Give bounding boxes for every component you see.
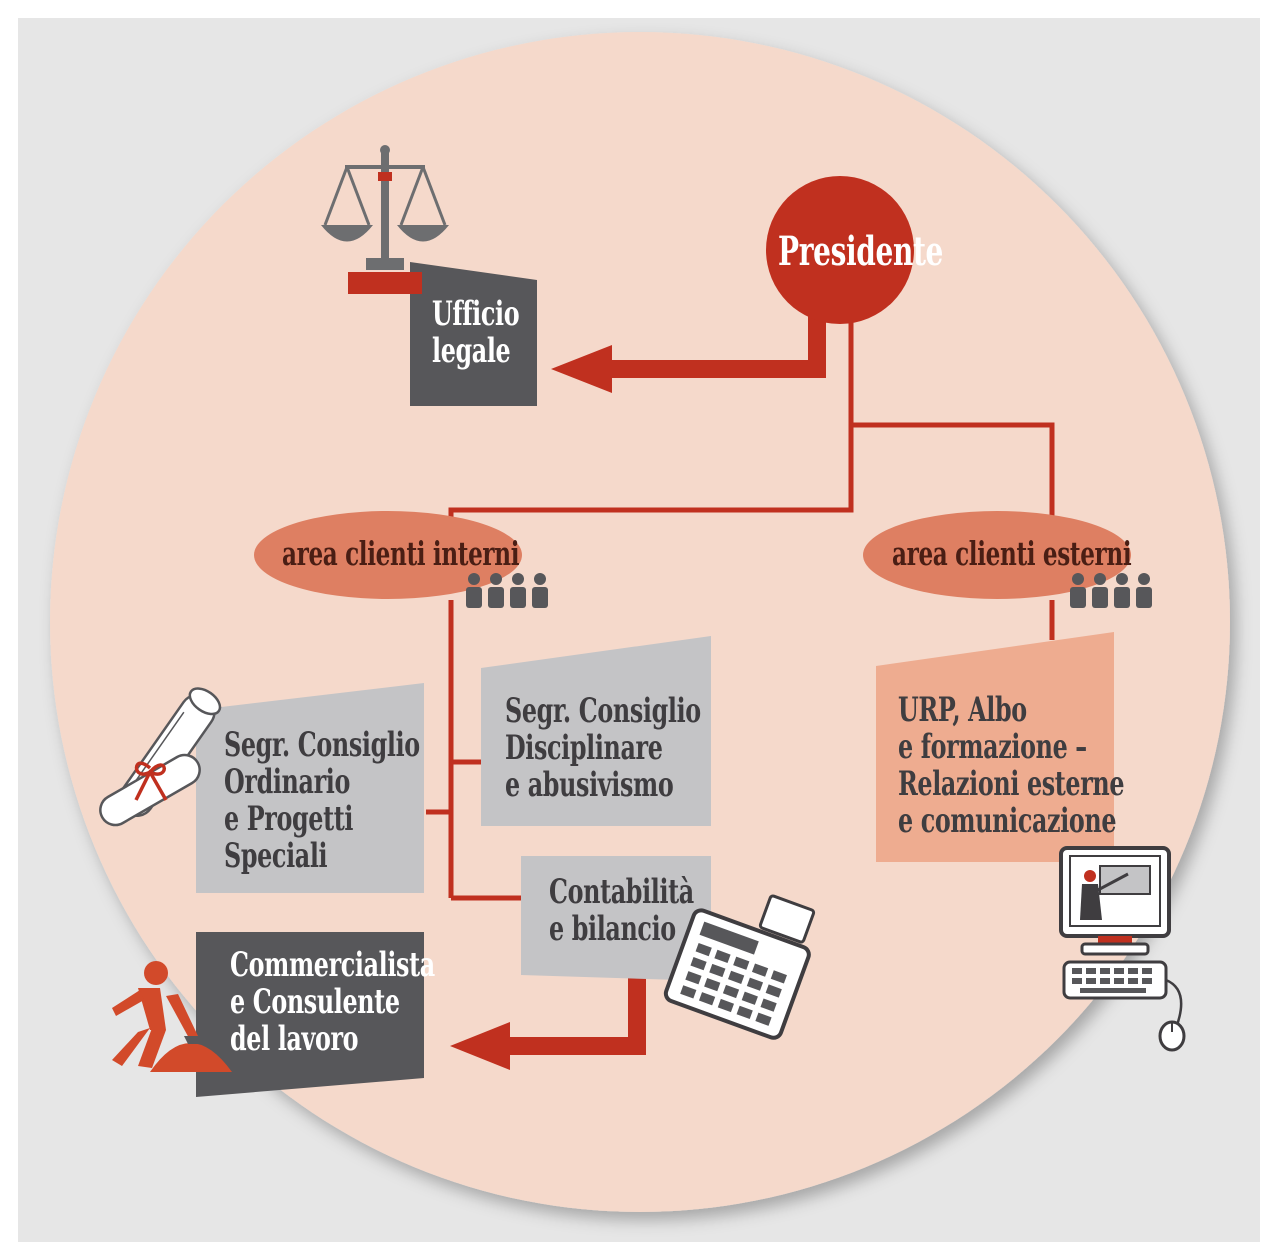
- urp-line: e comunicazione: [898, 801, 1117, 841]
- segr-ordinario-box: [196, 683, 424, 893]
- diploma-scroll-icon: [99, 687, 222, 827]
- arrow-to-commercialista: [450, 975, 646, 1070]
- presidente-label: Presidente: [778, 228, 944, 275]
- people-group-icon: [1070, 573, 1152, 608]
- commercialista-box: [196, 932, 424, 1097]
- background-circle: [50, 32, 1230, 1212]
- ufficio-legale-line: legale: [432, 331, 511, 371]
- construction-worker-icon: [112, 961, 232, 1072]
- commercialista-line: e Consulente: [230, 982, 400, 1022]
- urp-label: URP, Albo e formazione – Relazioni ester…: [898, 690, 1125, 841]
- segr-disciplinare-box: [481, 636, 711, 826]
- ufficio-legale-box: [410, 262, 537, 406]
- ufficio-legale-label: Ufficio legale: [432, 294, 520, 371]
- commercialista-line: del lavoro: [230, 1019, 359, 1059]
- urp-line: URP, Albo: [898, 690, 1027, 730]
- commercialista-label: Commercialista e Consulente del lavoro: [230, 947, 435, 1058]
- commercialista-line: Commercialista: [230, 945, 435, 985]
- computer-presentation-icon: [1059, 846, 1186, 1052]
- area-clienti-interni-label: area clienti interni: [282, 534, 520, 573]
- segr-ordinario-line: Segr. Consiglio: [224, 725, 420, 765]
- scales-of-justice-icon: [321, 145, 449, 294]
- area-clienti-interni-ellipse: [254, 511, 522, 599]
- contabilita-line: Contabilità: [549, 872, 694, 912]
- segr-ordinario-line: Speciali: [224, 836, 328, 876]
- ufficio-legale-line: Ufficio: [432, 294, 520, 334]
- contabilita-box: [521, 856, 711, 981]
- urp-line: e formazione –: [898, 727, 1087, 767]
- segr-disciplinare-line: Segr. Consiglio: [505, 691, 701, 731]
- segr-ordinario-line: Ordinario: [224, 762, 350, 802]
- urp-line: Relazioni esterne: [898, 764, 1125, 804]
- segr-disciplinare-line: e abusivismo: [505, 765, 674, 805]
- calculator-icon: [663, 894, 816, 1040]
- contabilita-line: e bilancio: [549, 909, 676, 949]
- segr-disciplinare-line: Disciplinare: [505, 728, 663, 768]
- people-group-icon: [466, 573, 548, 608]
- presidente-node-circle: [766, 176, 914, 324]
- segr-ordinario-line: e Progetti: [224, 799, 354, 839]
- area-clienti-esterni-ellipse: [863, 511, 1131, 599]
- urp-box: [876, 632, 1114, 862]
- segr-disciplinare-label: Segr. Consiglio Disciplinare e abusivism…: [505, 693, 701, 804]
- segr-ordinario-label: Segr. Consiglio Ordinario e Progetti Spe…: [224, 727, 420, 875]
- contabilita-label: Contabilità e bilancio: [549, 874, 694, 948]
- area-clienti-esterni-label: area clienti esterni: [892, 534, 1132, 573]
